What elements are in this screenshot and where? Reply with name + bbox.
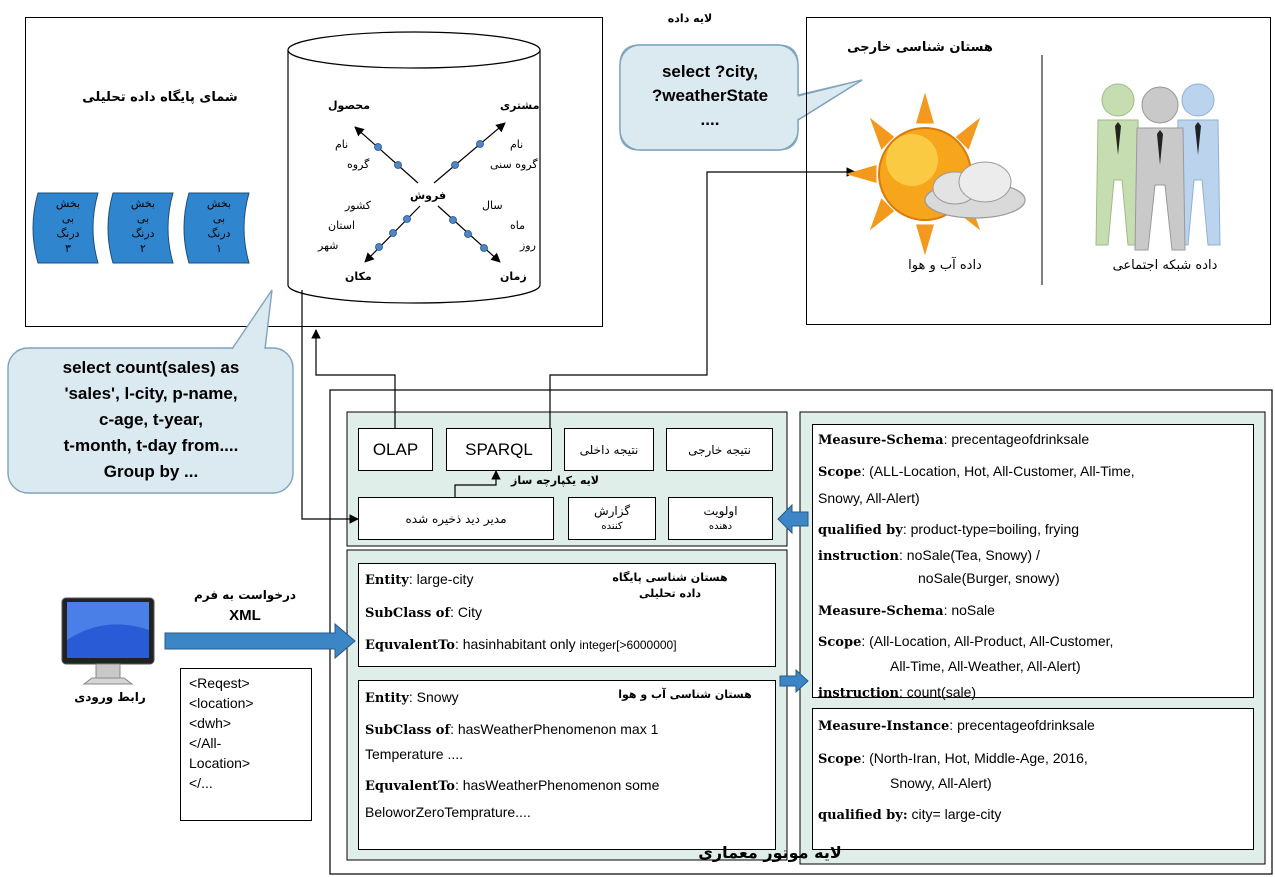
measure-schema-box: [812, 424, 1254, 698]
measure-instance-box: [812, 708, 1254, 850]
monitor-icon: [61, 597, 155, 685]
olap-button[interactable]: OLAP: [358, 428, 433, 471]
instruction1-line: instruction: noSale(Tea, Snowy) /: [818, 547, 1040, 564]
weather-equiv-line: EquvalentTo: hasWeatherPhenomenon some: [365, 777, 660, 794]
internal-result-button[interactable]: نتیجه داخلی: [564, 428, 654, 471]
dim-time-attr-year: سال: [482, 199, 503, 212]
measure-to-ont-arrow: [779, 668, 809, 694]
cloud-icon: [924, 161, 1026, 219]
measure-schema2-line: Measure-Schema: noSale: [818, 602, 995, 619]
dim-product-attr-group: گروه: [347, 158, 370, 171]
measure-schema1-line: Measure-Schema: precentageofdrinksale: [818, 431, 1090, 448]
scope3-line-2: Snowy, All-Alert): [890, 775, 992, 791]
scope2-line-2: All-Time, All-Weather, All-Alert): [890, 658, 1081, 674]
qualified1-line: qualified by: product-type=boiling, fryi…: [818, 521, 1080, 538]
instruction1-line-2: noSale(Burger, snowy): [918, 570, 1060, 586]
dim-customer: مشتری: [500, 99, 540, 112]
dim-product-attr-name: نام: [335, 138, 349, 151]
weather-ontology-title: هستان شناسی آب و هوا: [618, 688, 752, 701]
cylinder-body: [287, 50, 541, 304]
measure-to-priority-arrow: [777, 503, 809, 535]
external-ontology-panel: [806, 17, 1271, 325]
weather-entity-line: Entity: Snowy: [365, 689, 459, 706]
weather-subclass-line: SubClass of: hasWeatherPhenomenon max 1: [365, 721, 659, 738]
dim-product: محصول: [328, 99, 371, 112]
weather-ontology-box: [358, 680, 776, 850]
instruction2-line: instruction: count(sale): [818, 684, 977, 701]
dim-time-attr-day: روز: [520, 239, 536, 252]
dw-subclass-line: SubClass of: City: [365, 604, 482, 621]
request-arrow: [164, 622, 356, 660]
dw-equiv-line: EquvalentTo: hasinhabitant only integer[…: [365, 636, 677, 653]
cylinder-top: [287, 31, 541, 69]
fact-sales: فروش: [410, 189, 447, 202]
dim-time-attr-month: ماه: [510, 219, 526, 232]
data-layer-label: لایه داده: [667, 12, 713, 25]
sql-callout-text: select count(sales) as 'sales', l-city, …: [62, 358, 240, 481]
dw-schema-title: شمای پایگاه داده تحلیلی: [82, 90, 238, 105]
dim-location: مکان: [345, 270, 372, 283]
scope1-line-2: Snowy, All-Alert): [818, 490, 920, 506]
request-format: XML: [229, 607, 261, 624]
scope1-line: Scope: (ALL-Location, Hot, All-Customer,…: [818, 463, 1135, 480]
engine-layer-label: لایه موتور معماری: [698, 843, 842, 862]
input-interface-label: رابط ورودی: [74, 690, 146, 704]
social-people-icon: [1095, 83, 1221, 251]
dim-customer-attr-name: نام: [510, 138, 524, 151]
request-label: درخواست به فرم: [193, 588, 297, 602]
dim-location-attr-country: کشور: [345, 199, 372, 212]
integration-layer-label: لایه یکپارچه ساز: [510, 474, 599, 487]
external-ontology-title: هستان شناسی خارجی: [847, 40, 993, 55]
dim-location-attr-city: شهر: [318, 239, 339, 252]
sparql-button[interactable]: SPARQL: [446, 428, 552, 471]
weather-subclass-line-2: Temperature ....: [365, 746, 464, 762]
dim-customer-attr-age: گروه سنی: [490, 158, 538, 171]
scope2-line: Scope: (All-Location, All-Product, All-C…: [818, 633, 1114, 650]
dw-entity-line: Entity: large-city: [365, 571, 474, 588]
external-result-button[interactable]: نتیجه خارجی: [666, 428, 773, 471]
social-data-label: داده شبکه اجتماعی: [1112, 258, 1218, 273]
weather-equiv-line-2: BeloworZeroTemprature....: [365, 804, 531, 820]
dim-time: زمان: [500, 270, 527, 283]
scope3-line: Scope: (North-Iran, Hot, Middle-Age, 201…: [818, 750, 1088, 767]
dim-location-attr-province: استان: [328, 219, 356, 232]
sparql-callout-text: select ?city, ?weatherState ....: [651, 62, 769, 129]
view-manager-button[interactable]: مدیر دید ذخیره شده: [358, 497, 554, 540]
measure-instance-line: Measure-Instance: precentageofdrinksale: [818, 717, 1095, 734]
partition-shapes: [32, 192, 250, 264]
dw-ontology-box: [358, 563, 776, 667]
qualified3-line: qualified by: city= large-city: [818, 806, 1002, 823]
weather-data-label: داده آب و هوا: [908, 258, 982, 273]
xml-request-box: <Reqest> <location> <dwh> </All- Locatio…: [180, 668, 312, 821]
